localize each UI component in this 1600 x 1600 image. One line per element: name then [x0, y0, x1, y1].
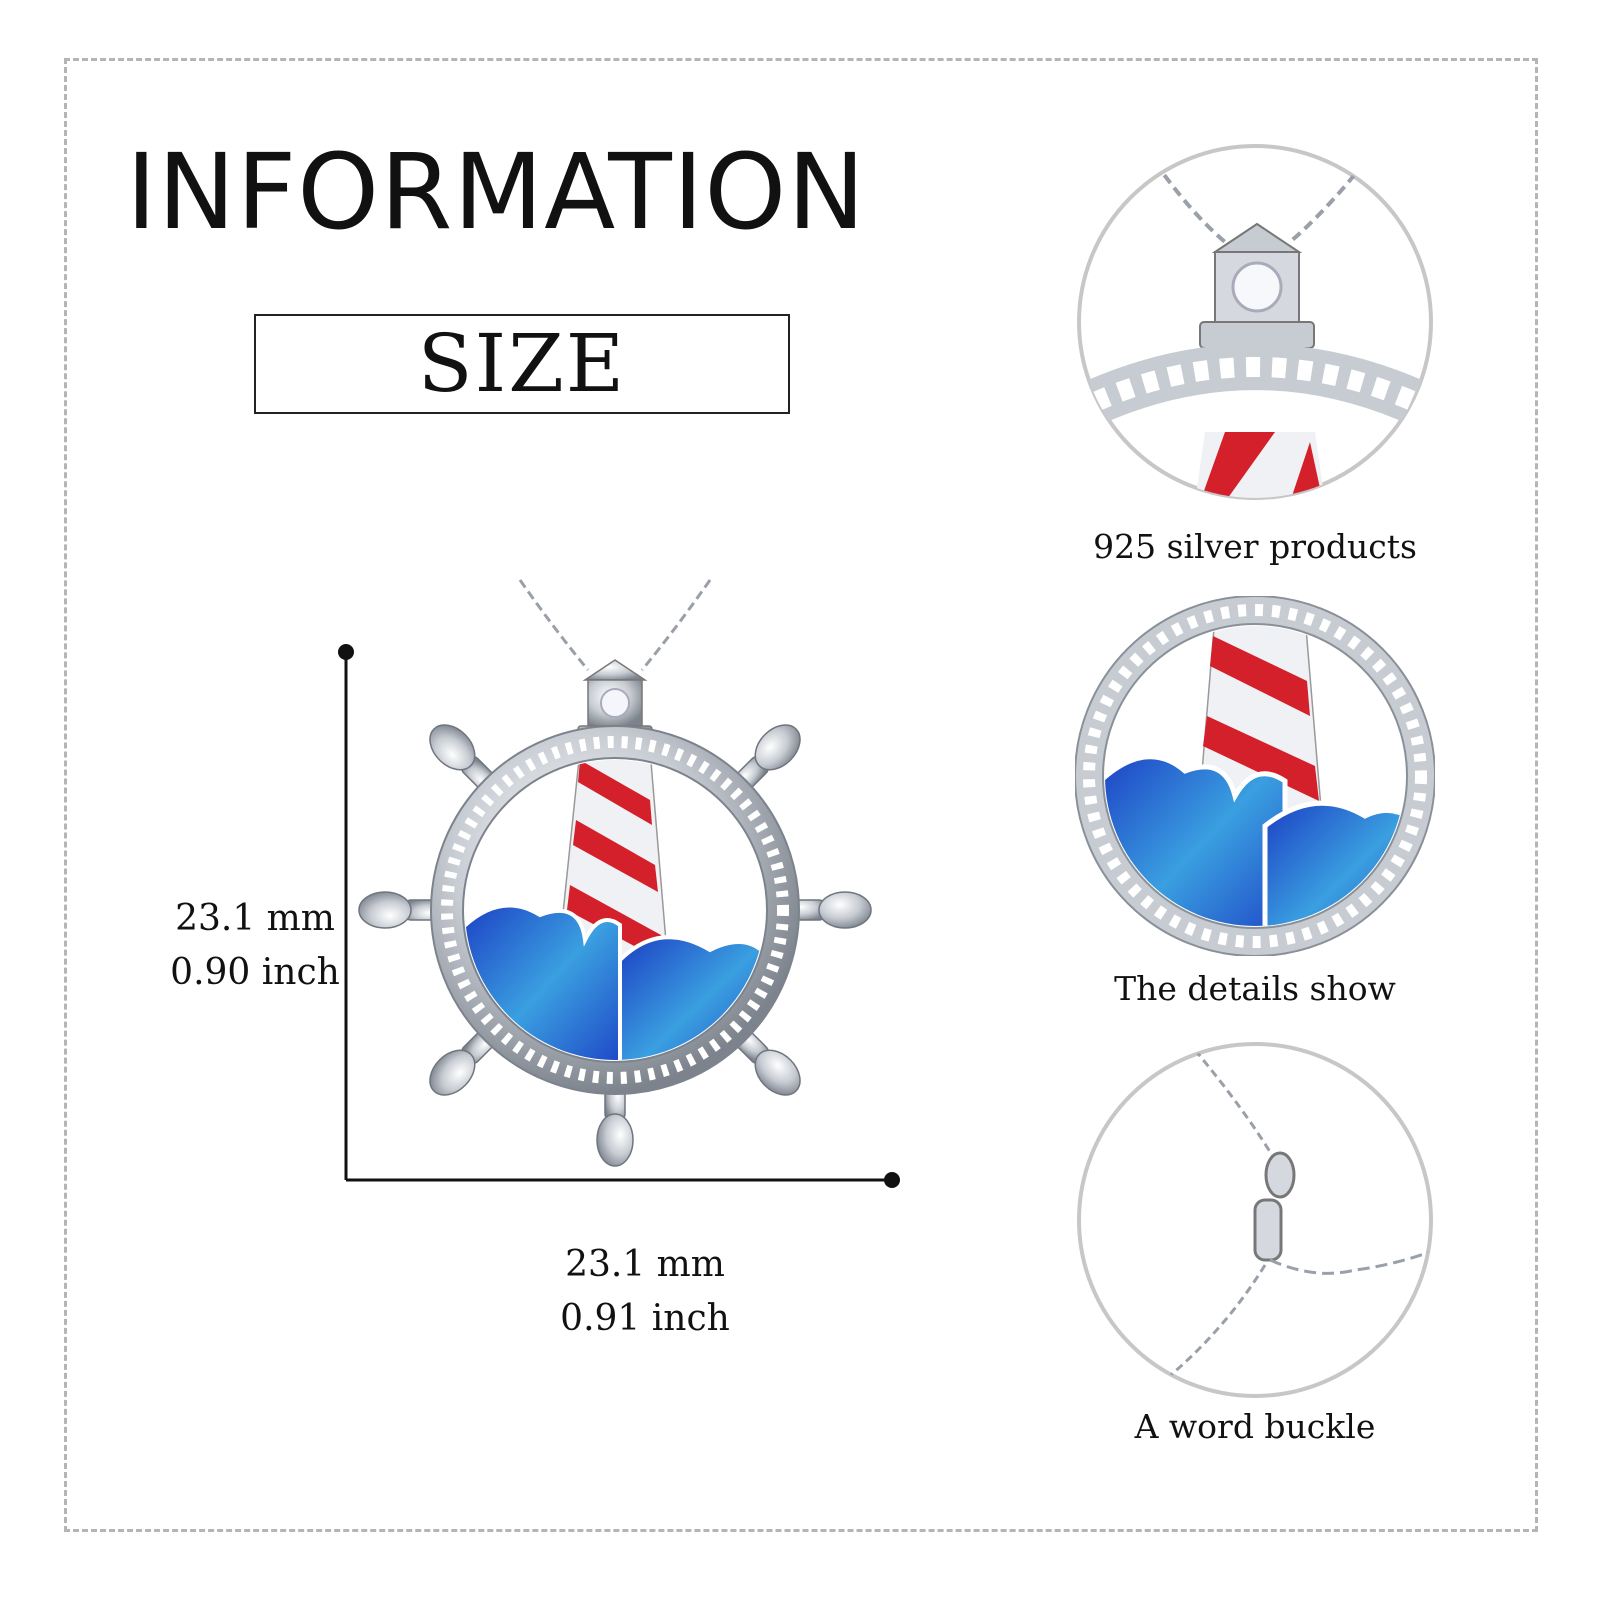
width-dimension: 23.1 mm 0.91 inch [520, 1238, 770, 1346]
width-inch: 0.91 inch [560, 1298, 730, 1339]
dashed-frame [64, 58, 1538, 1532]
width-mm: 23.1 mm [565, 1244, 725, 1285]
detail-caption-buckle: A word buckle [1134, 1407, 1376, 1446]
detail-caption-silver: 925 silver products [1093, 527, 1417, 566]
pendant-illustration [338, 579, 900, 1188]
height-inch: 0.90 inch [170, 952, 340, 993]
chain [518, 579, 712, 671]
wheel-stones [441, 736, 789, 1084]
size-label: SIZE [417, 317, 627, 410]
detail-caption-details: The details show [1114, 969, 1396, 1008]
height-dimension: 23.1 mm 0.90 inch [130, 892, 380, 1000]
lighthouse-scene [465, 760, 765, 1060]
size-label-box: SIZE [254, 314, 790, 414]
detail-image-top [1077, 144, 1433, 500]
detail-image-clasp [1077, 1042, 1433, 1398]
dimension-lines [338, 644, 900, 1188]
page-title: INFORMATION [126, 131, 867, 253]
height-mm: 23.1 mm [175, 898, 335, 939]
wheel-spokes [358, 724, 872, 1167]
detail-image-waves [1075, 596, 1435, 956]
